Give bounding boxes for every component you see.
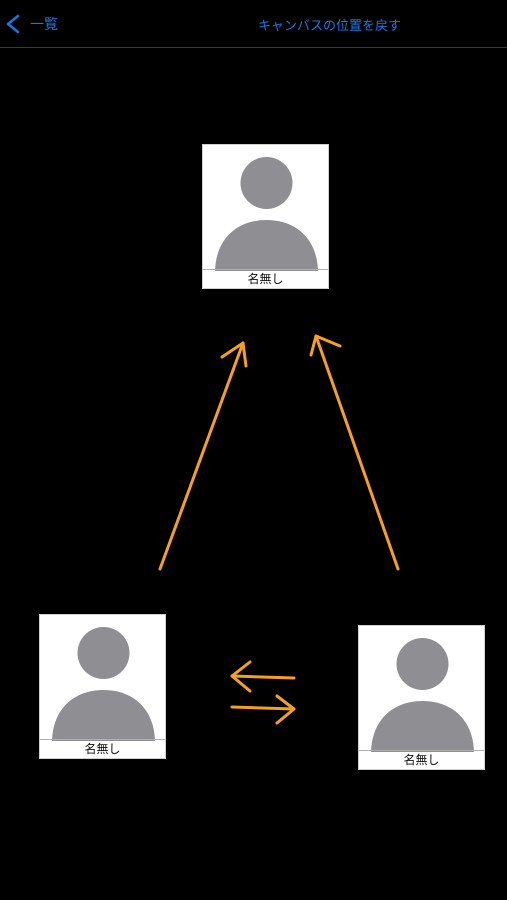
navigation-bar: 一覧 キャンバスの位置を戻す bbox=[0, 0, 507, 48]
reset-canvas-position-button[interactable]: キャンバスの位置を戻す bbox=[258, 19, 402, 34]
person-name: 名無し bbox=[203, 269, 328, 288]
person-card-bottom-left[interactable]: 名無し bbox=[39, 614, 166, 759]
person-avatar-icon bbox=[371, 638, 474, 752]
person-avatar-icon bbox=[215, 157, 318, 271]
back-button-label: 一覧 bbox=[30, 17, 58, 33]
person-card-top[interactable]: 名無し bbox=[202, 144, 329, 289]
back-button[interactable]: 一覧 bbox=[4, 10, 58, 38]
chevron-left-icon bbox=[6, 14, 20, 34]
person-name: 名無し bbox=[359, 750, 484, 769]
person-name: 名無し bbox=[40, 739, 165, 758]
person-card-bottom-right[interactable]: 名無し bbox=[358, 625, 485, 770]
person-avatar-icon bbox=[52, 627, 155, 741]
